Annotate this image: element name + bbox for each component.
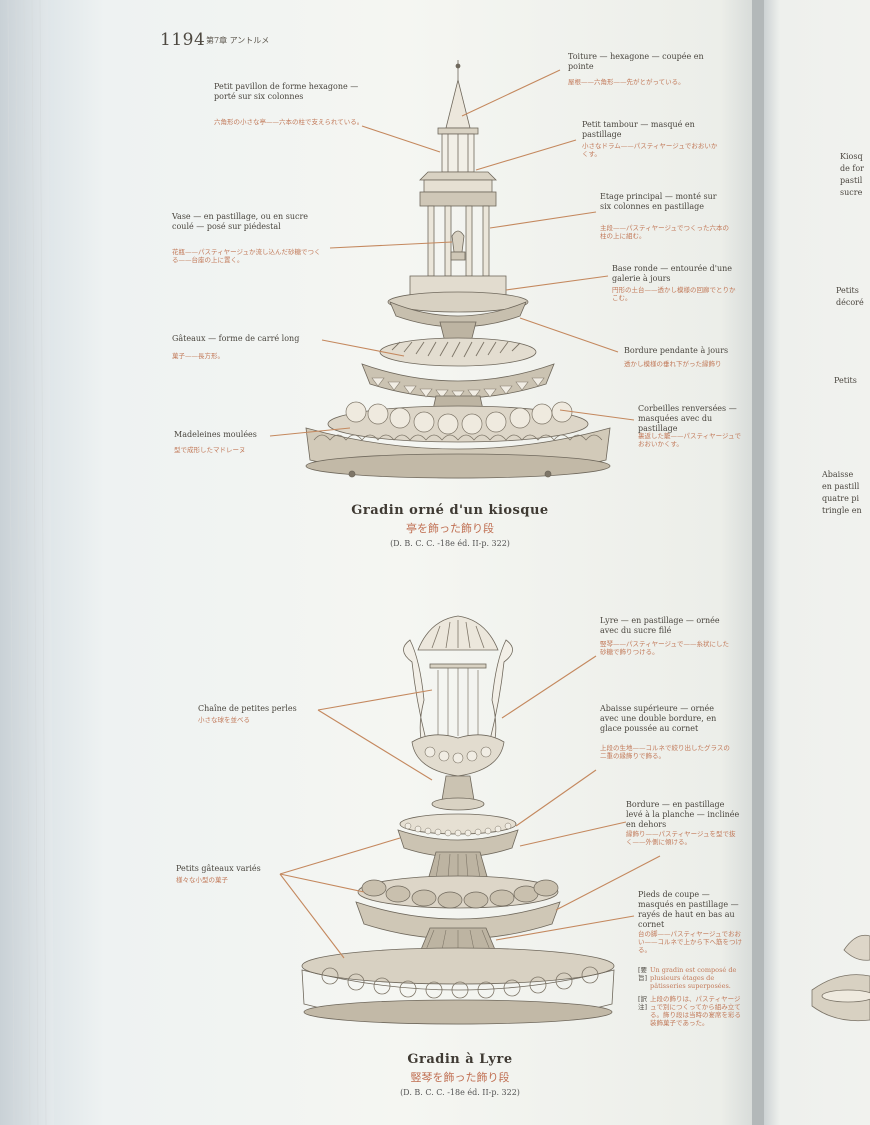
- page-number: 1194: [160, 30, 206, 50]
- label-bordure-pendante-jp: 透かし模様の垂れ下がった縁飾り: [624, 360, 722, 368]
- right-fragment-1: de for: [840, 164, 864, 173]
- label-madeleines: Madeleines moulées: [174, 430, 257, 439]
- kiosk-gradin-illustration: [305, 60, 611, 479]
- lyre-gradin-illustration: [301, 615, 615, 1025]
- kiosk-leader-lines: [269, 69, 635, 437]
- label-petits-gateaux: Petits gâteaux variés: [176, 864, 261, 873]
- label-corbeilles: Corbeilles renversées — masquées avec du…: [638, 404, 737, 433]
- figure1-title-jp: 亭を飾った飾り段: [406, 522, 494, 535]
- figure1-reference: (D. B. C. C. -18e éd. II-p. 322): [390, 539, 510, 548]
- label-vase: Vase — en pastillage, ou en sucre coulé …: [172, 212, 309, 231]
- right-fragment-0: Kiosq: [840, 152, 863, 161]
- right-fragment-2: pastil: [840, 176, 863, 185]
- label-madeleines-jp: 型で成形したマドレーヌ: [174, 446, 246, 454]
- label-etage-principal: Etage principal — monté sur six colonnes…: [600, 192, 717, 211]
- label-toiture-jp: 屋根——六角形——先がとがっている。: [568, 78, 685, 86]
- label-gateaux: Gâteaux — forme de carré long: [172, 334, 300, 343]
- page-edge-lines: [7, 0, 47, 1125]
- label-petit-pavillon-jp: 六角形の小さな亭——六本の柱で支えられている。: [214, 118, 364, 126]
- right-fragment-9: quatre pi: [822, 494, 860, 503]
- label-etage-principal-jp: 主段——パスティヤージュでつくった六本の柱の上に組む。: [600, 224, 730, 240]
- label-chaine-perles: Chaîne de petites perles: [198, 704, 297, 713]
- lyre-leader-lines: [279, 655, 661, 959]
- label-pieds-de-coupe: Pieds de coupe — masqués en pastillage —…: [638, 890, 739, 929]
- right-fragment-3: sucre: [840, 188, 863, 197]
- gutter-shadow: [752, 0, 766, 1125]
- note-tag-translator: [訳注]: [638, 995, 648, 1011]
- label-petits-gateaux-jp: 様々な小型の菓子: [176, 876, 228, 884]
- note-tag-summary: [要旨]: [638, 966, 648, 982]
- label-chaine-perles-jp: 小さな球を並べる: [198, 716, 250, 724]
- right-fragment-10: tringle en: [822, 506, 862, 515]
- right-page: [764, 0, 870, 1125]
- left-page: [48, 0, 756, 1125]
- notes-box: [要旨] Un gradin est composé de plusieurs …: [638, 966, 744, 1027]
- note-text-summary: Un gradin est composé de plusieurs étage…: [650, 966, 737, 990]
- figure2-title-jp: 竪琴を飾った飾り段: [410, 1071, 510, 1084]
- label-bordure: Bordure — en pastillage levé à la planch…: [626, 800, 740, 829]
- label-petit-pavillon: Petit pavillon de forme hexagone — porté…: [214, 82, 359, 101]
- label-base-ronde-jp: 円形の土台——透かし模様の回廊でとりかこむ。: [612, 286, 736, 302]
- right-fragment-6: Petits: [834, 376, 857, 385]
- label-gateaux-jp: 菓子——長方形。: [172, 352, 224, 360]
- right-fragment-7: Abaisse: [822, 470, 854, 479]
- right-fragment-5: décoré: [836, 298, 864, 307]
- note-text-translator: 上段の飾りは、パスティヤージュで別につくってから組み立てる。飾り段は当時の宴席を…: [650, 995, 742, 1027]
- label-petit-tambour: Petit tambour — masqué en pastillage: [582, 120, 695, 139]
- chapter-heading: 第7章 アントルメ: [206, 36, 270, 45]
- label-abaisse-superieure: Abaisse supérieure — ornée avec une doub…: [600, 704, 717, 733]
- label-corbeilles-jp: 裏返した籠——パスティヤージュでおおいかくす。: [638, 432, 742, 448]
- right-page-plate-illustration: [811, 934, 870, 1022]
- label-bordure-jp: 縁飾り——パスティヤージュを型で抜く——外側に傾ける。: [626, 830, 736, 846]
- label-petit-tambour-jp: 小さなドラム——パスティヤージュでおおいかくす。: [582, 142, 718, 158]
- figure2-reference: (D. B. C. C. -18e éd. II-p. 322): [400, 1088, 520, 1097]
- label-abaisse-superieure-jp: 上段の生地——コルネで絞り出したグラスの二重の縁飾りで飾る。: [600, 744, 730, 760]
- label-toiture: Toiture — hexagone — coupée en pointe: [568, 52, 704, 71]
- label-lyre-jp: 竪琴——パスティヤージュで——糸状にした砂糖で飾りつける。: [600, 640, 730, 656]
- label-bordure-pendante: Bordure pendante à jours: [624, 346, 729, 355]
- label-base-ronde: Base ronde — entourée d'une galerie à jo…: [612, 264, 733, 283]
- label-vase-jp: 花瓶——パスティヤージュか流し込んだ砂糖でつくる——台座の上に置く。: [172, 248, 321, 264]
- figure1-caption: Gradin orné d'un kiosque 亭を飾った飾り段 (D. B.…: [300, 503, 600, 548]
- figure2-caption: Gradin à Lyre 竪琴を飾った飾り段 (D. B. C. C. -18…: [300, 1052, 620, 1097]
- right-fragment-8: en pastill: [822, 482, 860, 491]
- figure1-title: Gradin orné d'un kiosque: [351, 503, 549, 518]
- label-pieds-de-coupe-jp: 台の脚——パスティヤージュでおおい——コルネで上から下へ筋をつける。: [638, 930, 742, 954]
- figure2-title: Gradin à Lyre: [407, 1052, 513, 1067]
- label-lyre: Lyre — en pastillage — ornée avec du suc…: [600, 616, 720, 635]
- right-fragment-4: Petits: [836, 286, 859, 295]
